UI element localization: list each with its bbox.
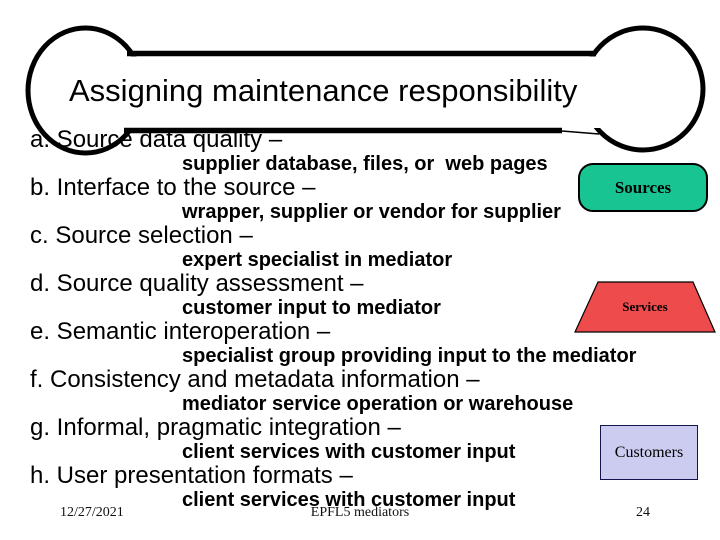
sources-shape-label: Sources xyxy=(614,177,672,197)
list-item-detail-g: client services with customer input xyxy=(182,441,516,463)
list-item-label-a: a. Source data quality – xyxy=(30,126,283,153)
list-item-label-e: e. Semantic interoperation – xyxy=(30,318,331,345)
list-item-detail-c: expert specialist in mediator xyxy=(182,249,453,271)
sources-shape: Sources xyxy=(578,163,708,212)
footer-slide-name: EPFL5 mediators xyxy=(310,505,410,520)
list-item-detail-b: wrapper, supplier or vendor for supplier xyxy=(182,201,561,223)
list-item-label-h: h. User presentation formats – xyxy=(30,462,353,489)
maintenance-item-list: a. Source data quality – supplier databa… xyxy=(0,126,680,512)
list-item-label-b: b. Interface to the source – xyxy=(30,174,316,201)
list-item-detail-e: specialist group providing input to the … xyxy=(182,345,637,367)
list-item-label-d: d. Source quality assessment – xyxy=(30,270,364,297)
list-item-label-g: g. Informal, pragmatic integration – xyxy=(30,414,401,441)
footer-page-number: 24 xyxy=(636,505,650,520)
footer-date: 12/27/2021 xyxy=(60,505,124,520)
list-item-detail-h: client services with customer input xyxy=(182,489,516,511)
customers-shape: Customers xyxy=(600,425,698,480)
customers-shape-label: Customers xyxy=(614,443,684,461)
list-item-detail-d: customer input to mediator xyxy=(182,297,441,319)
list-item-label-c: c. Source selection – xyxy=(30,222,253,249)
list-item-detail-f: mediator service operation or warehouse xyxy=(182,393,574,415)
slide-title: Assigning maintenance responsibility xyxy=(69,73,578,108)
list-item-detail-a: supplier database, files, or web pages xyxy=(182,153,548,175)
list-item-label-f: f. Consistency and metadata information … xyxy=(30,366,480,393)
